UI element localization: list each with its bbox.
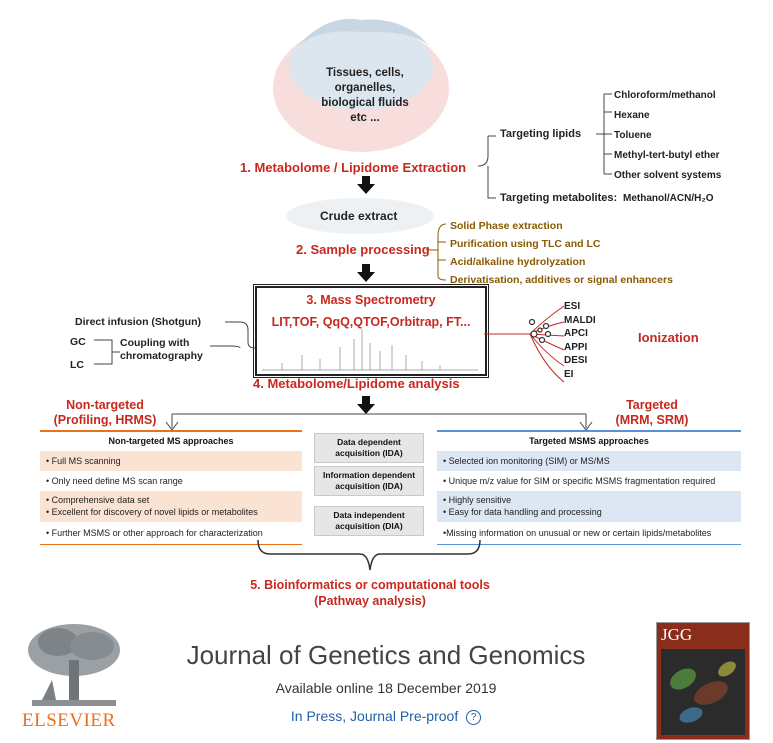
cover-title: JGG (661, 625, 693, 644)
t-item: • Highly sensitive (443, 495, 512, 506)
nt-item: • Comprehensive data set (46, 495, 150, 506)
ionization-fan (484, 305, 565, 383)
t-item: • Easy for data handling and processing (443, 507, 602, 518)
processing-item: Acid/alkaline hydrolyzation (450, 256, 586, 268)
non-targeted-label: Non-targeted (Profiling, HRMS) (53, 398, 157, 427)
ionization-list: ESI MALDI APCI APPI DESI EI (564, 300, 596, 381)
crude-extract-label: Crude extract (320, 209, 398, 223)
help-icon[interactable]: ? (466, 709, 482, 725)
solvent-item: Hexane (614, 110, 650, 121)
journal-title[interactable]: Journal of Genetics and Genomics (186, 640, 586, 670)
lc-label: LC (70, 359, 84, 371)
down-arrow-icon (357, 396, 375, 414)
nt-header: Non-targeted MS approaches (40, 430, 302, 451)
ion-method: ESI (564, 301, 581, 312)
t-item: •Missing information on unusual or new o… (437, 522, 741, 545)
t-item: • Unique m/z value for SIM or specific M… (443, 476, 716, 487)
solvent-list: Chloroform/methanol Hexane Toluene Methy… (614, 86, 721, 186)
non-targeted-panel: Non-targeted MS approaches • Full MS sca… (40, 430, 302, 546)
gc-label: GC (70, 336, 86, 348)
ms-box (253, 284, 489, 378)
source-text: Tissues, cells, organelles, biological f… (321, 67, 409, 124)
nt-item: • Only need define MS scan range (46, 476, 183, 487)
bottom-brace (257, 540, 481, 571)
extraction-tree (477, 93, 612, 199)
spectrum-icon (262, 329, 478, 371)
processing-list: Solid Phase extraction Purification usin… (450, 217, 673, 289)
in-press-label[interactable]: In Press, Journal Pre-proof (290, 708, 459, 724)
in-press-link[interactable]: In Press, Journal Pre-proof ? (150, 708, 622, 725)
processing-item: Solid Phase extraction (450, 220, 563, 232)
ion-method: APCI (564, 328, 588, 339)
ion-method: MALDI (564, 314, 596, 326)
step5-label: 5. Bioinformatics or computational tools… (250, 578, 490, 608)
coupling-label: Coupling with chromatography (120, 337, 203, 362)
processing-item: Derivatisation, additives or signal enha… (450, 274, 673, 286)
ms-types: LIT,TOF, QqQ,QTOF,Orbitrap, FT... (271, 315, 471, 329)
footer-divider (0, 612, 773, 613)
ionization-label: Ionization (638, 330, 699, 345)
t-group: • Highly sensitive • Easy for data handl… (437, 491, 741, 522)
inlet-lines (94, 321, 256, 365)
step4-label: 4. Metabolome/Lipidome analysis (253, 376, 460, 391)
step1-label: 1. Metabolome / Lipidome Extraction (240, 160, 467, 175)
targeted-panel: Targeted MSMS approaches • Selected ion … (437, 430, 741, 546)
cell-illustration (273, 18, 449, 152)
acq-mode-box: Information dependent acquisition (IDA) (314, 466, 424, 496)
processing-item: Purification using TLC and LC (450, 238, 601, 250)
t-item: • Selected ion monitoring (SIM) or MS/MS (437, 451, 741, 472)
processing-bracket (426, 223, 447, 281)
metabolite-solvent: Methanol/ACN/H₂O (623, 193, 714, 204)
acq-mode-box: Data dependent acquisition (IDA) (314, 433, 424, 463)
targeting-metabolites: Targeting metabolites: (500, 192, 618, 204)
crude-extract-blob (286, 198, 434, 234)
elsevier-tree-logo (28, 624, 120, 706)
ion-method: DESI (564, 355, 588, 366)
nt-item: • Excellent for discovery of novel lipid… (46, 507, 258, 518)
solvent-item: Methyl-tert-butyl ether (614, 150, 720, 161)
elsevier-wordmark: ELSEVIER (22, 710, 116, 731)
direct-infusion: Direct infusion (Shotgun) (75, 316, 201, 328)
targeting-lipids: Targeting lipids (500, 128, 582, 140)
solvent-item: Chloroform/methanol (614, 90, 716, 101)
nt-item: • Full MS scanning (40, 451, 302, 472)
journal-cover[interactable]: JGG (656, 622, 750, 740)
acq-mode-box: Data independent acquisition (DIA) (314, 506, 424, 536)
t-header: Targeted MSMS approaches (437, 430, 741, 451)
ion-method: APPI (564, 341, 588, 353)
ms-title: 3. Mass Spectrometry (306, 293, 436, 307)
solvent-item: Toluene (614, 130, 652, 141)
step2-label: 2. Sample processing (296, 242, 430, 257)
nt-item: • Further MSMS or other approach for cha… (40, 522, 302, 545)
ion-method: EI (564, 368, 574, 380)
down-arrow-icon (357, 264, 375, 282)
down-arrow-icon (357, 176, 375, 194)
cover-art (661, 649, 745, 735)
nt-group: • Comprehensive data set • Excellent for… (40, 491, 302, 522)
solvent-item: Other solvent systems (614, 170, 722, 181)
available-date: Available online 18 December 2019 (275, 680, 497, 696)
targeted-label: Targeted (MRM, SRM) (615, 398, 689, 427)
